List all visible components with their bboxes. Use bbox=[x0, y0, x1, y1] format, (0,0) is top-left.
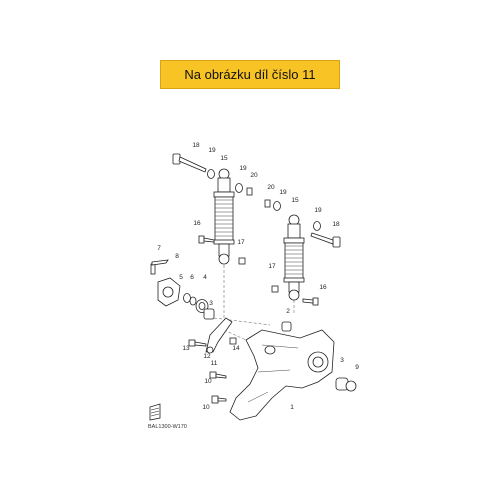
callout-8: 8 bbox=[175, 253, 179, 260]
bolt-left-top bbox=[172, 153, 207, 173]
callout-10: 10 bbox=[204, 378, 212, 385]
callout-13: 13 bbox=[182, 345, 190, 352]
shock-absorber-right bbox=[283, 214, 305, 301]
callout-18: 18 bbox=[192, 142, 200, 149]
callout-19: 19 bbox=[314, 207, 322, 214]
shock-absorber-left bbox=[213, 168, 235, 265]
callout-16: 16 bbox=[193, 220, 201, 227]
callout-15: 15 bbox=[291, 197, 299, 204]
callout-20: 20 bbox=[267, 184, 275, 191]
bolt-right-top bbox=[310, 232, 341, 248]
callout-7: 7 bbox=[157, 245, 161, 252]
bolt-14 bbox=[229, 337, 237, 345]
collar-left bbox=[203, 308, 215, 320]
callout-10: 10 bbox=[202, 404, 210, 411]
callout-1: 1 bbox=[290, 404, 294, 411]
callout-6: 6 bbox=[190, 274, 194, 281]
callout-19: 19 bbox=[239, 165, 247, 172]
diagram-code: BAL1300-W170 bbox=[148, 424, 187, 430]
washers-upper bbox=[207, 169, 321, 231]
callout-17: 17 bbox=[237, 239, 245, 246]
callout-19: 19 bbox=[279, 189, 287, 196]
callout-20: 20 bbox=[250, 172, 258, 179]
collar-2 bbox=[281, 321, 292, 332]
callout-2: 2 bbox=[286, 308, 290, 315]
link-arm bbox=[205, 317, 233, 354]
callout-14: 14 bbox=[232, 345, 240, 352]
bolts-10-11 bbox=[209, 371, 227, 404]
callout-16: 16 bbox=[319, 284, 327, 291]
callout-19: 19 bbox=[208, 147, 216, 154]
collar-right bbox=[335, 377, 357, 392]
bolt-13 bbox=[188, 339, 207, 347]
callout-12: 12 bbox=[203, 353, 211, 360]
callout-3: 3 bbox=[209, 300, 213, 307]
bolts-lower-shocks bbox=[198, 235, 319, 306]
bracket-assembly bbox=[150, 259, 209, 313]
callout-11: 11 bbox=[211, 360, 218, 367]
rear-arm bbox=[229, 329, 335, 421]
callout-4: 4 bbox=[203, 274, 207, 281]
lubrication-symbol-icon bbox=[149, 403, 161, 421]
callout-17: 17 bbox=[268, 263, 276, 270]
callout-5: 5 bbox=[179, 274, 183, 281]
banner-text: Na obrázku díl číslo 11 bbox=[184, 67, 316, 82]
callout-15: 15 bbox=[220, 155, 228, 162]
callout-9: 9 bbox=[355, 364, 359, 371]
callout-18: 18 bbox=[332, 221, 340, 228]
callout-3: 3 bbox=[340, 357, 344, 364]
part-number-banner: Na obrázku díl číslo 11 bbox=[160, 60, 340, 89]
